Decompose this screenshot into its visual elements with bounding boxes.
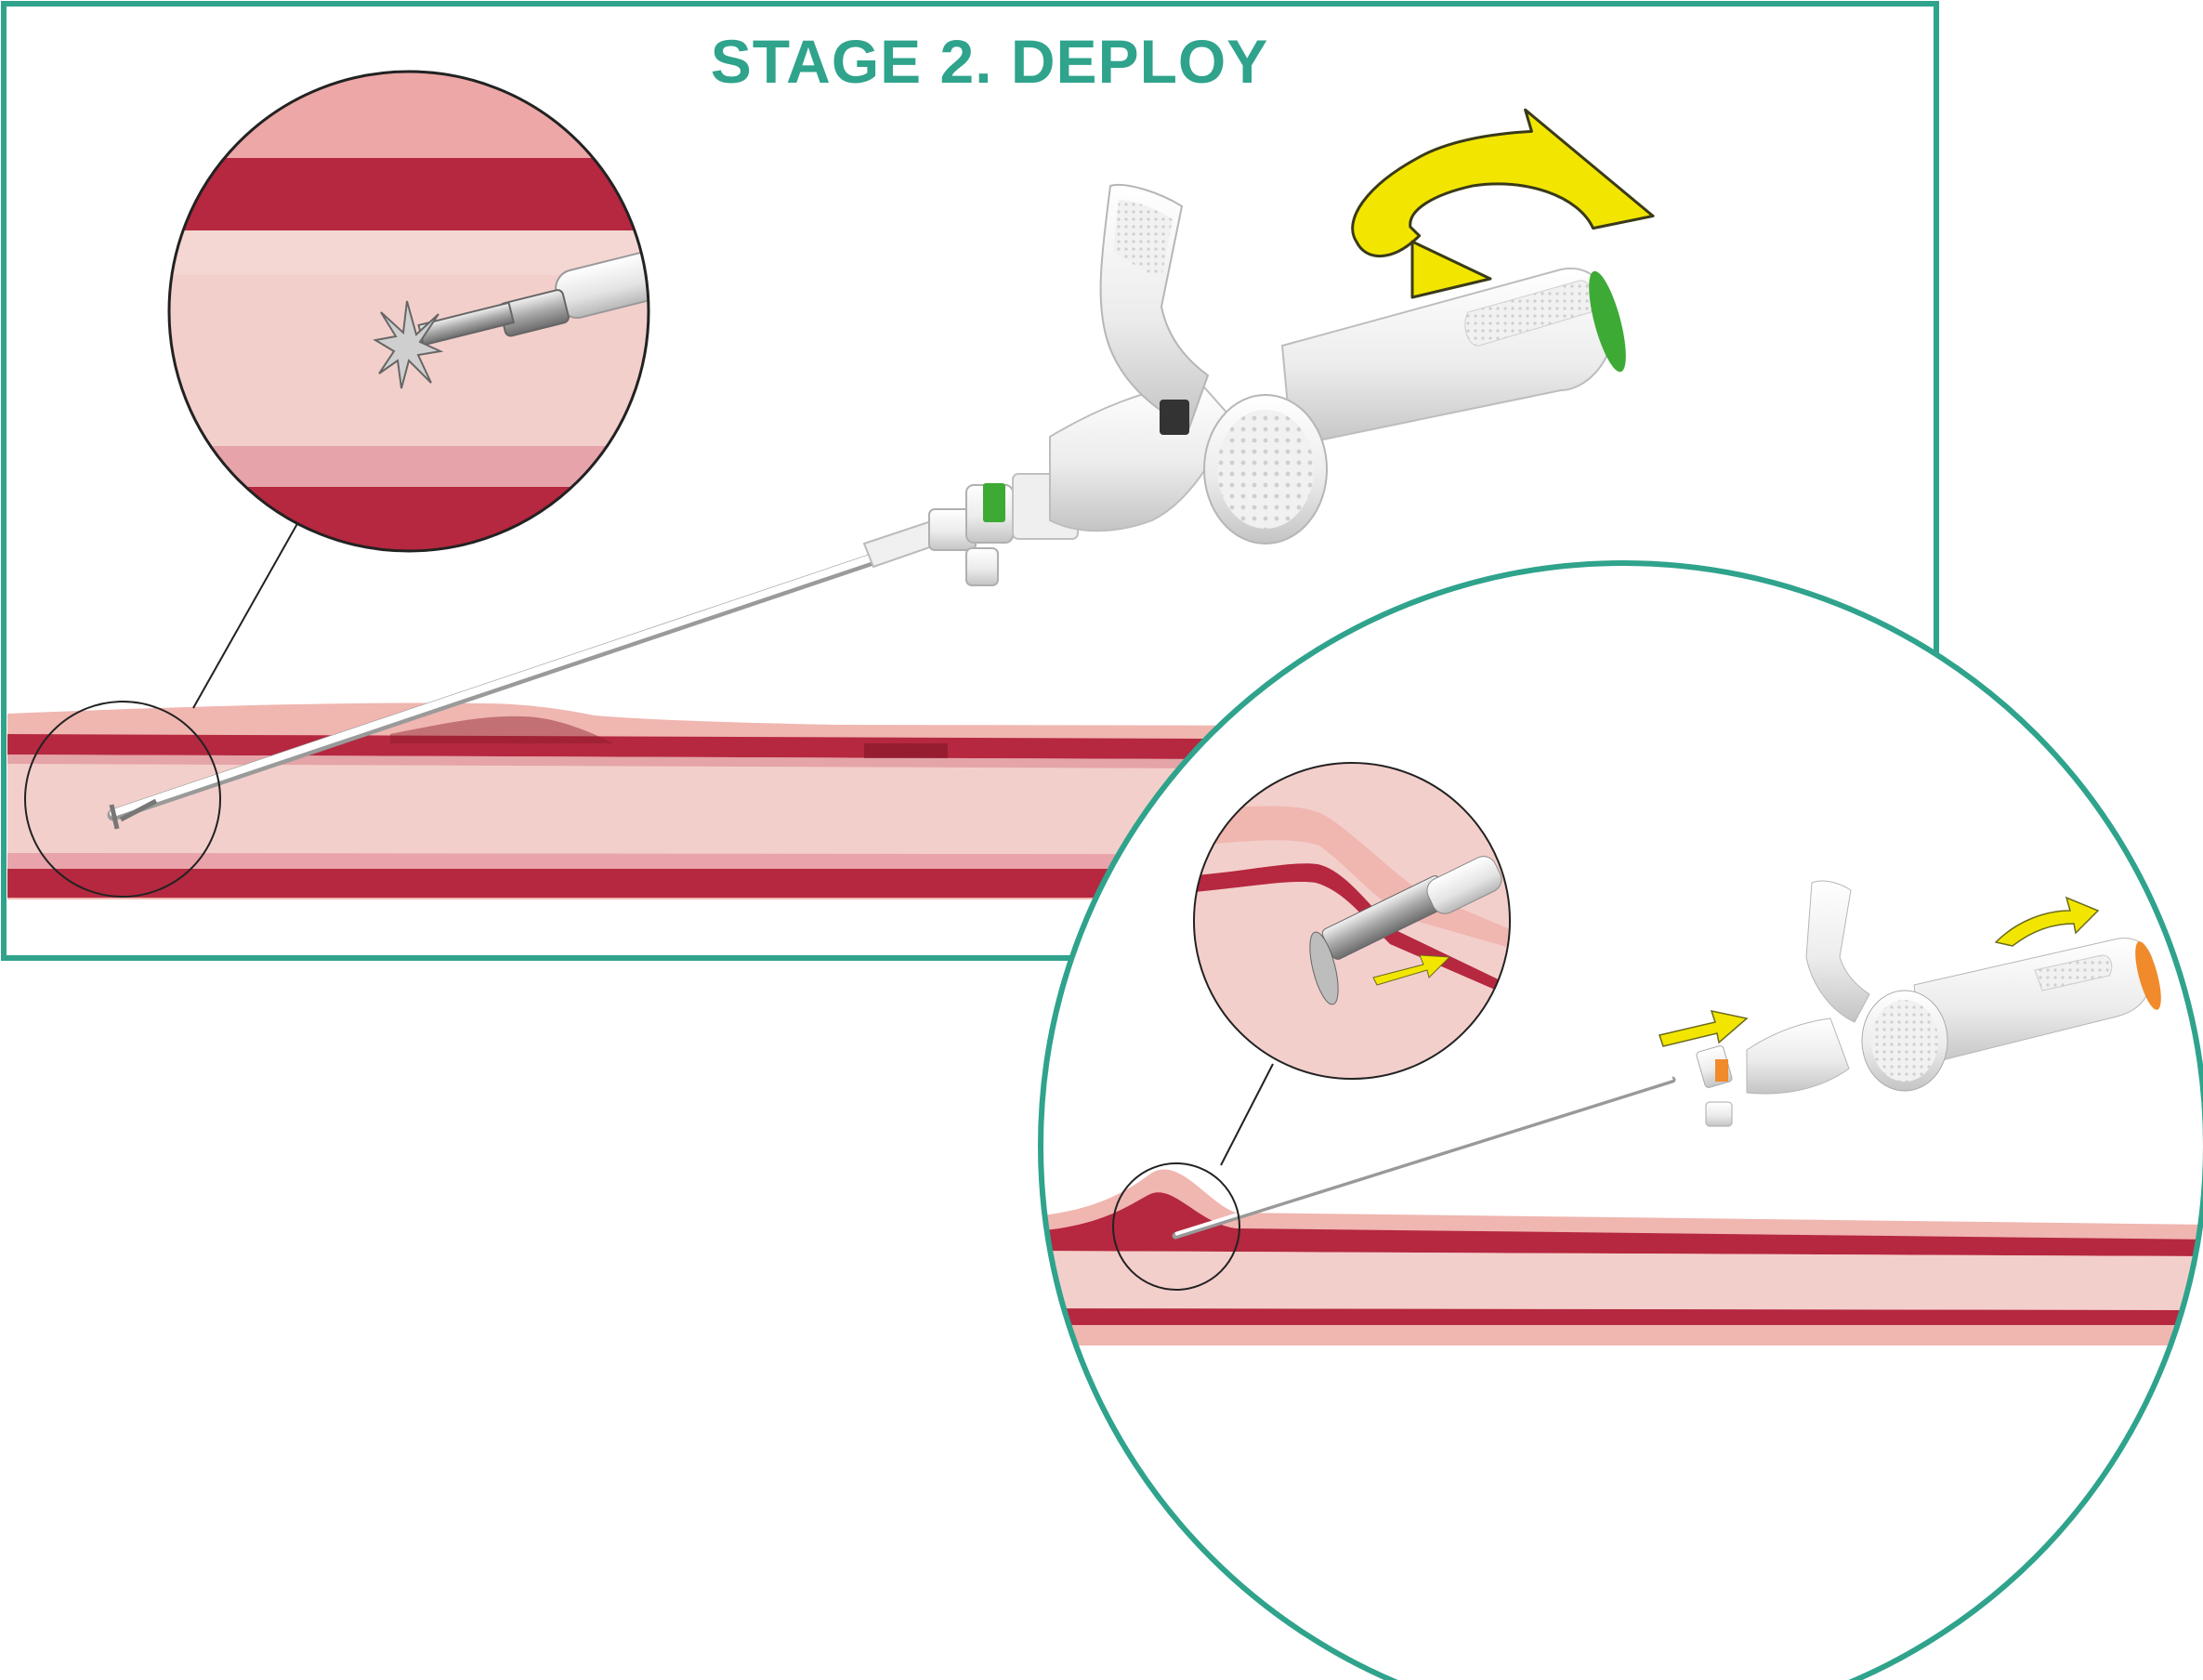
zoom-target-circle: [1112, 1162, 1240, 1291]
curved-arrow-head-icon: [1410, 240, 1492, 299]
zoom-callout-lines: [24, 519, 300, 898]
deployment-device: [107, 184, 1626, 830]
curved-arrow-icon: [1351, 108, 1655, 258]
anchor-tip: [373, 300, 444, 389]
straight-arrow-icon: [1659, 1009, 1749, 1047]
curved-arrow-icon: [1994, 896, 2100, 947]
zoom-detail-inset: [1193, 762, 1511, 1080]
straight-arrow-icon: [1372, 954, 1451, 986]
stage-title: STAGE 2. DEPLOY: [710, 27, 1269, 96]
zoom-detail-top: [167, 70, 650, 553]
zoom-target-circle: [24, 701, 221, 898]
